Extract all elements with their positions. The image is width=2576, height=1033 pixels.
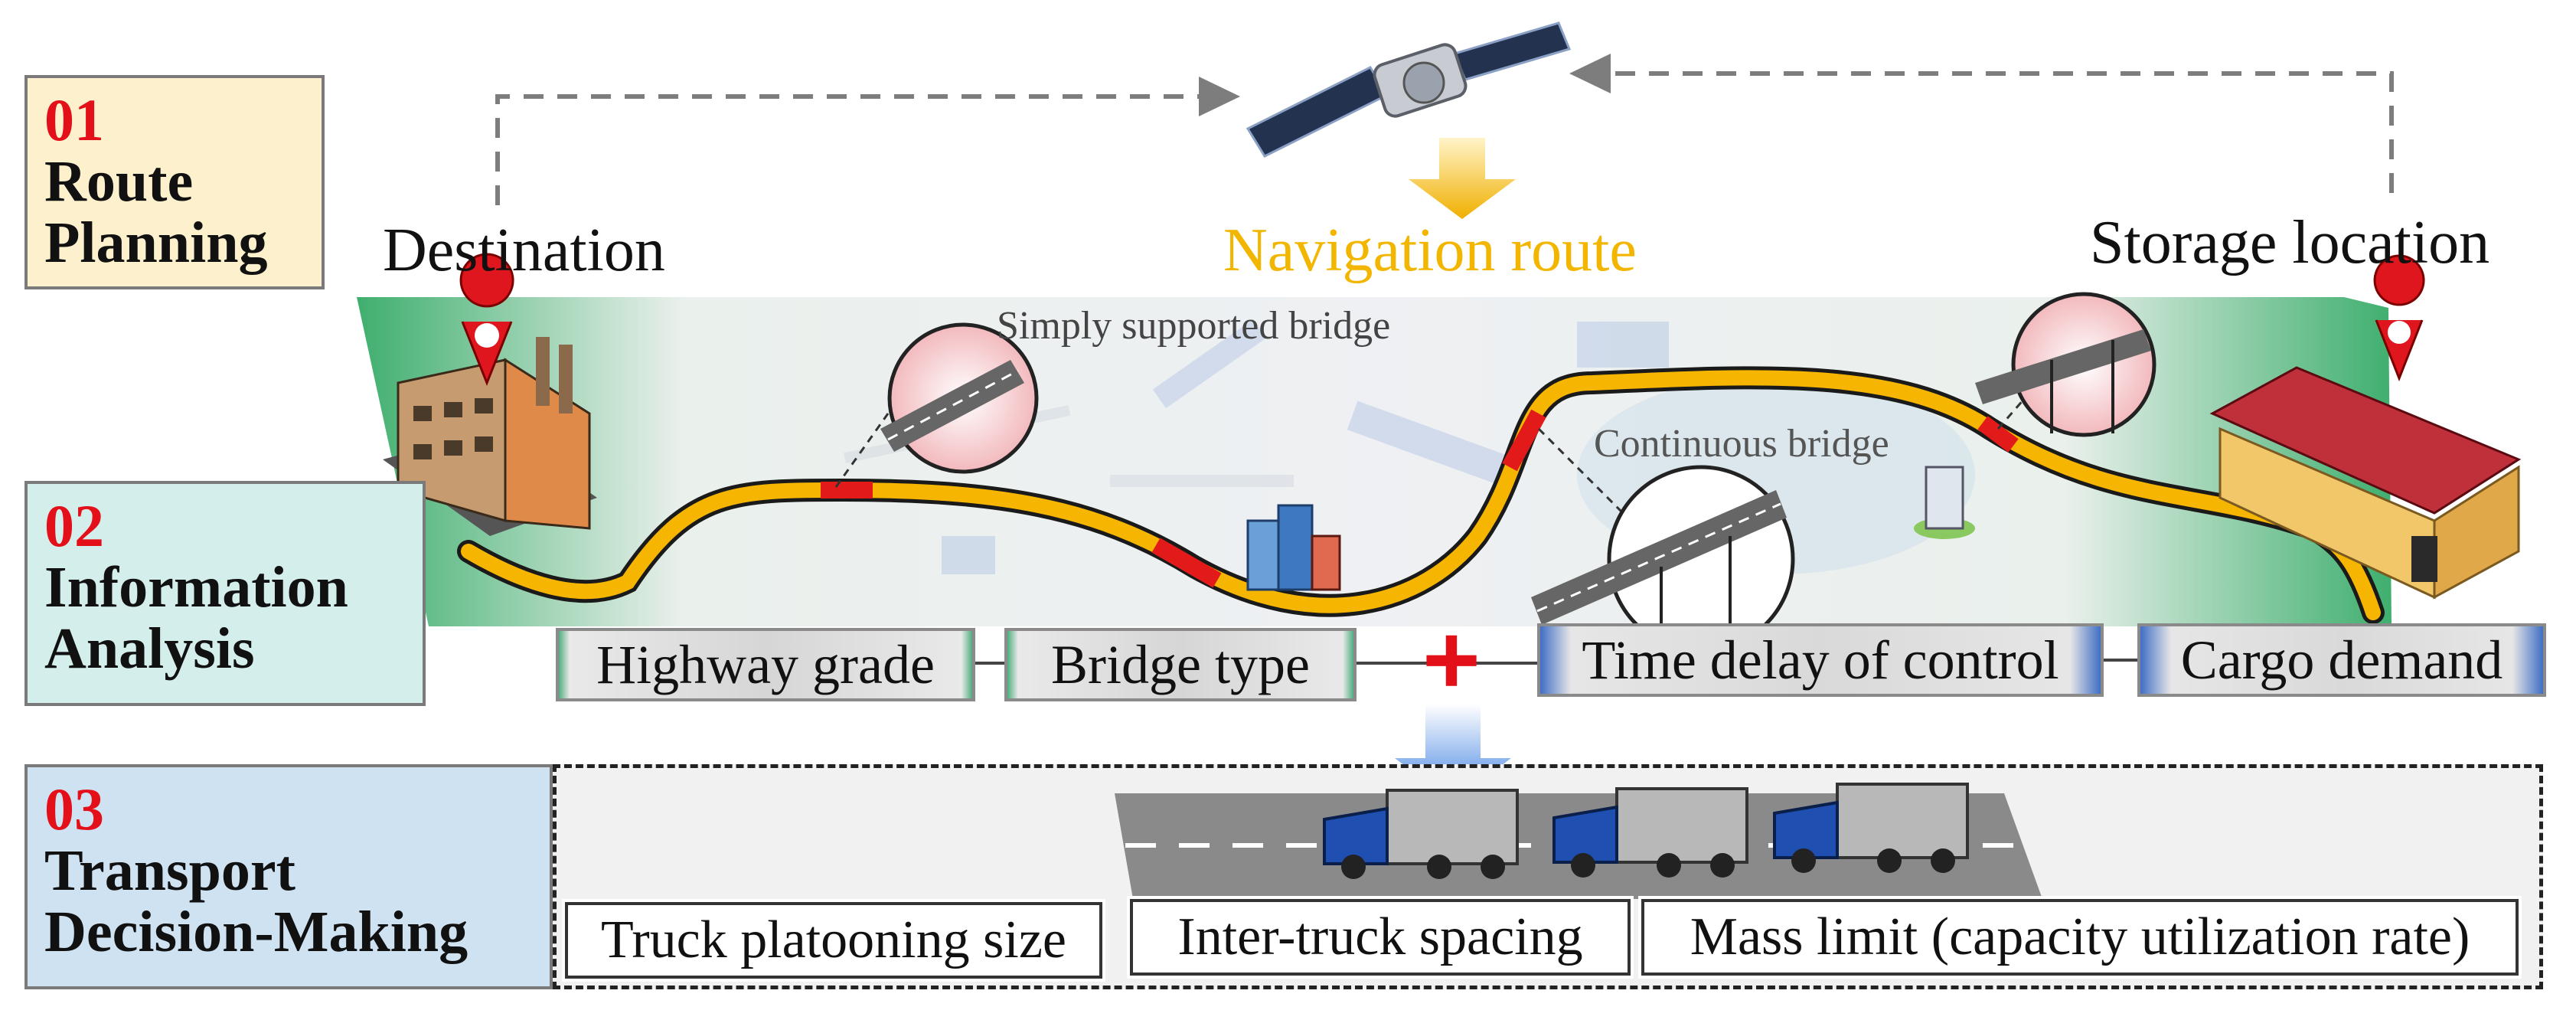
continuous-bridge-label: Continuous bridge [1594,422,1889,466]
route-planning-arrows [495,71,2394,205]
decision-mass-limit: Mass limit (capacity utilization rate) [1638,896,2522,979]
navigation-arrow [1409,138,1516,219]
plus-icon: + [1422,603,1481,715]
tower-icon [1914,466,1975,539]
arrow-head-right [1569,54,1611,93]
satellite-icon [1246,21,1572,158]
stage-number: 01 [44,87,104,153]
decision-inter-truck-spacing: Inter-truck spacing [1127,896,1634,979]
truck-3 [1773,783,1969,873]
factor-highway-grade: Highway grade [556,628,975,701]
factory-icon [383,337,597,536]
city-buildings-icon [1246,504,1341,591]
arrow-head-left [1199,77,1240,116]
stage-title-line1: Transport [44,838,295,903]
stage-title-line2: Decision-Making [44,899,469,964]
stage-transport-decision: 03 Transport Decision-Making [24,764,553,989]
factor-bridge-type: Bridge type [1004,628,1357,701]
storage-location-label: Storage location [2090,209,2490,276]
bridge-lens-1 [834,322,1039,488]
stage-title-line2: Analysis [44,616,255,681]
warehouse-icon [2209,366,2522,600]
simply-supported-bridge-label: Simply supported bridge [997,304,1391,348]
bridge-lens-3 [1975,292,2156,437]
destination-pin-icon [459,253,514,387]
factor-time-delay: Time delay of control [1537,623,2104,697]
stage-number: 02 [44,492,104,559]
bridge-segments [821,409,2019,588]
navigation-route-label: Navigation route [1223,217,1637,284]
stage-information-analysis: 02 Information Analysis [24,481,426,706]
navigation-route [461,370,2381,620]
storage-pin-icon [2373,254,2425,382]
stage-title-line1: Route [44,149,194,214]
truck-2 [1552,787,1748,878]
stage-title-line1: Information [44,554,348,619]
stage-number: 03 [44,776,104,842]
destination-label: Destination [383,217,665,284]
factor-cargo-demand: Cargo demand [2137,623,2546,697]
decision-platoon-size: Truck platooning size [562,899,1105,982]
truck-1 [1323,789,1519,879]
stage-title-line2: Planning [44,210,268,275]
stage-route-planning: 01 Route Planning [24,75,325,289]
bridge-lens-2 [1531,427,1795,653]
factor-connectors [975,659,2137,665]
